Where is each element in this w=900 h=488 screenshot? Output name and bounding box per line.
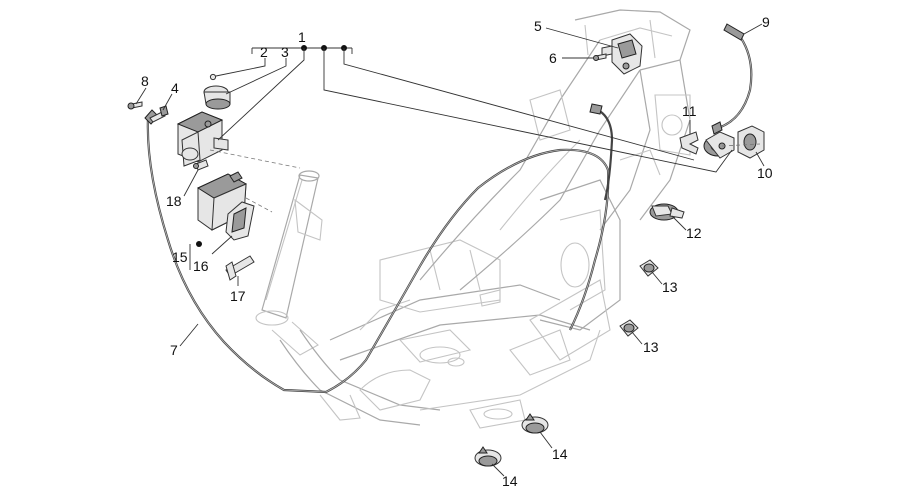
callout-7: 7	[170, 342, 178, 358]
callout-5: 5	[534, 18, 542, 34]
part-6-screw	[593, 53, 607, 61]
callout-1: 1	[298, 29, 306, 45]
seat-lock-cable	[589, 103, 614, 201]
callout-3: 3	[281, 44, 289, 60]
part-13a-grommet	[639, 259, 659, 277]
callout-4: 4	[171, 80, 179, 96]
callout-13a: 13	[662, 279, 678, 295]
leader-lines	[135, 23, 765, 477]
part-8-screw	[127, 101, 143, 110]
part-16-holder	[225, 201, 255, 241]
part-2-screw	[209, 73, 217, 81]
part-3-cap	[203, 85, 231, 110]
callout-17: 17	[230, 288, 246, 304]
part-11-clip	[679, 131, 699, 155]
scooter-frame	[255, 9, 691, 429]
part-17-strap	[225, 255, 255, 281]
callout-8: 8	[141, 73, 149, 89]
part-14a-clamp	[521, 413, 549, 434]
callout-9: 9	[762, 14, 770, 30]
part-18-screw	[193, 159, 209, 171]
part-15-control-unit	[196, 171, 248, 231]
part-4-bolt	[149, 105, 169, 123]
callout-10: 10	[757, 165, 773, 181]
callout-labels: 1 2 3 4 5 6 7 8 9 10 11 12 13 13 14 14 1…	[141, 14, 773, 488]
callout-13b: 13	[643, 339, 659, 355]
callout-15: 15	[172, 249, 188, 265]
callout-18: 18	[166, 193, 182, 209]
callout-16: 16	[193, 258, 209, 274]
part-10-cover	[737, 125, 765, 159]
callout-6: 6	[549, 50, 557, 66]
callout-14a: 14	[552, 446, 568, 462]
part-5-seat-lock	[601, 33, 643, 75]
part-12-key	[649, 203, 685, 221]
callout-2: 2	[260, 44, 268, 60]
cable-9	[711, 23, 753, 135]
callout-12: 12	[686, 225, 702, 241]
callout-11: 11	[682, 103, 697, 119]
part-14b-clamp	[474, 446, 502, 467]
part-lock-actuator	[176, 111, 229, 167]
callout-14b: 14	[502, 473, 518, 488]
part-13b-grommet	[619, 319, 639, 337]
